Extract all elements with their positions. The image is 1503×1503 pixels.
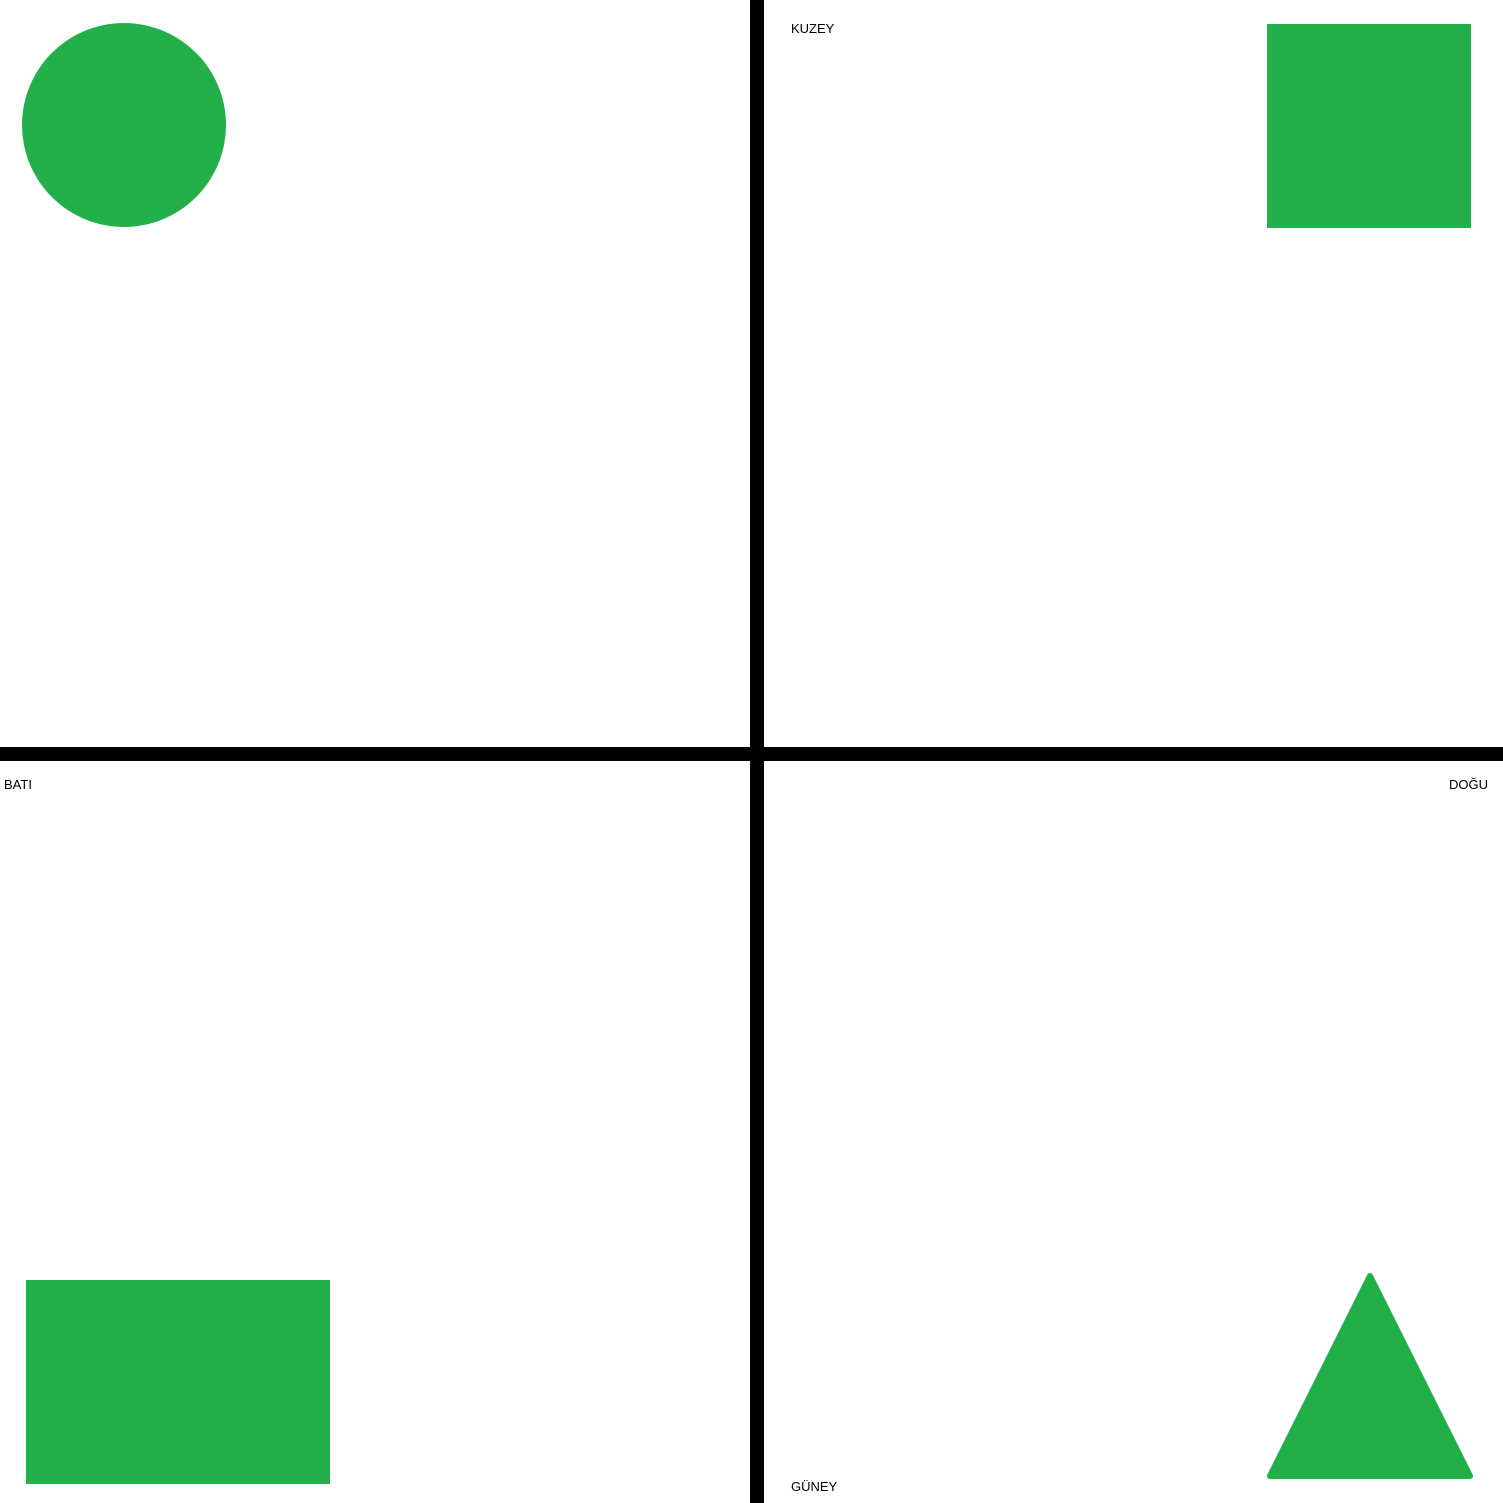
green-square [1267,24,1471,228]
green-circle [22,23,226,227]
green-triangle [1267,1273,1473,1479]
label-west: BATI [4,777,32,792]
label-north: KUZEY [791,21,835,36]
label-east: DOĞU [1449,777,1488,792]
horizontal-axis [0,747,1503,761]
green-rectangle [26,1280,330,1484]
label-south: GÜNEY [791,1479,838,1494]
